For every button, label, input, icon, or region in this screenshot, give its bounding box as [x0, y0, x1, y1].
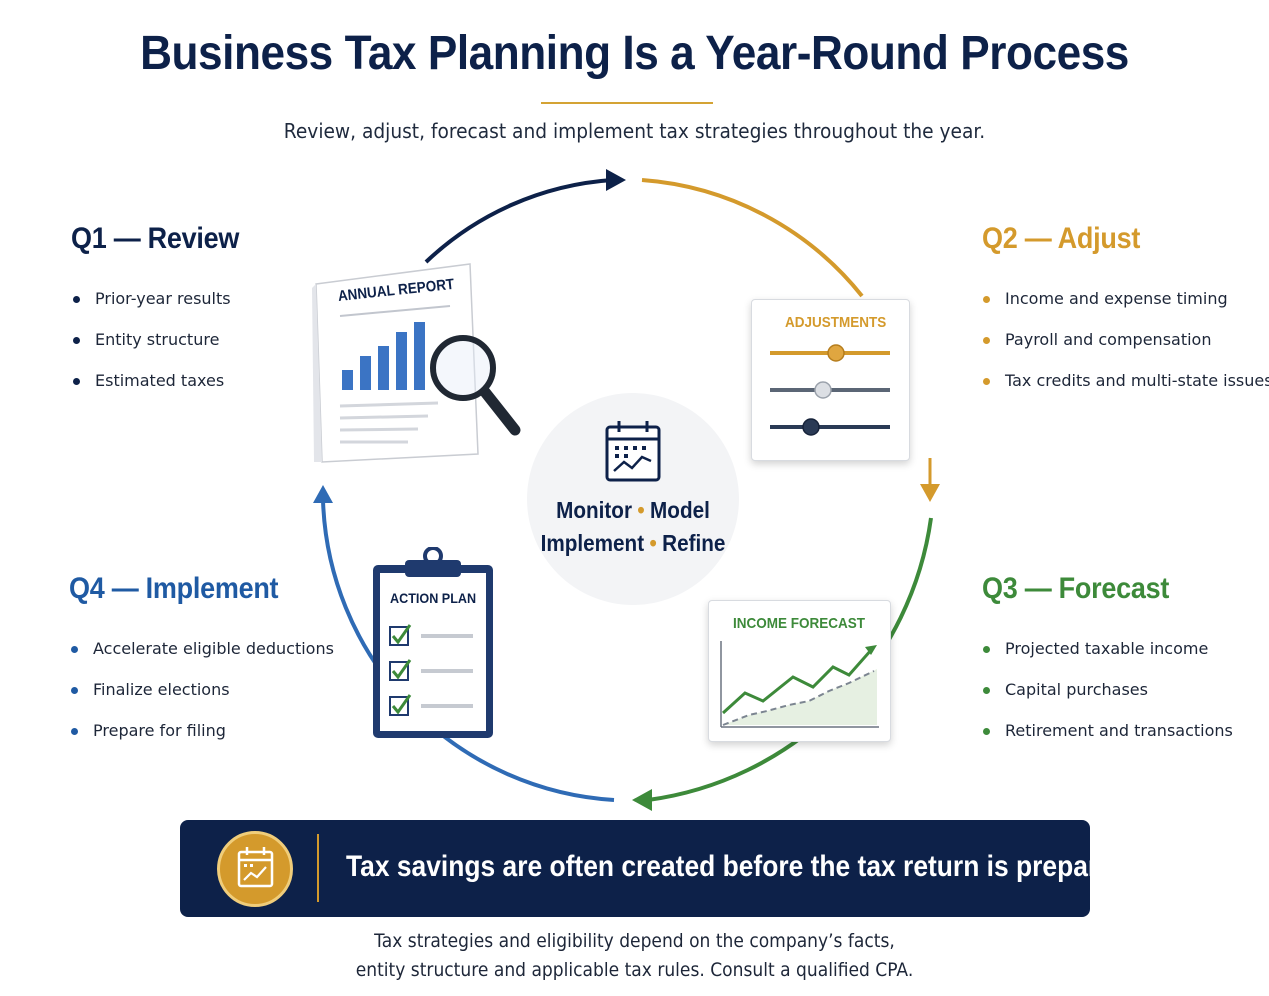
- center-line-1: Monitor•Model: [538, 497, 729, 524]
- list-item: Prior-year results: [73, 287, 231, 328]
- bullet-dot: [983, 378, 990, 385]
- income-forecast-label: INCOME FORECAST: [733, 615, 866, 632]
- adjustments-label: ADJUSTMENTS: [785, 314, 887, 331]
- center-separator-dot: •: [649, 530, 657, 556]
- q1-heading: Q1 — Review: [71, 222, 240, 255]
- banner-message: Tax savings are often created before the…: [346, 850, 1137, 883]
- title-underline: [541, 102, 713, 104]
- center-separator-dot: •: [637, 497, 645, 523]
- list-item-text: Payroll and compensation: [1005, 330, 1212, 349]
- list-item: Income and expense timing: [983, 287, 1269, 328]
- report-bar: [360, 356, 371, 390]
- q3-heading: Q3 — Forecast: [982, 572, 1170, 605]
- banner-divider: [317, 834, 319, 902]
- arc-q2-to-q3: [641, 178, 864, 298]
- clipboard-icon: [373, 546, 493, 738]
- list-item-text: Accelerate eligible deductions: [93, 639, 334, 658]
- list-item-text: Tax credits and multi-state issues: [1005, 371, 1269, 390]
- arrow-q1-to-q2: [606, 169, 626, 191]
- list-item-text: Retirement and transactions: [1005, 721, 1233, 740]
- slider-knob: [814, 381, 832, 399]
- list-item: Estimated taxes: [73, 369, 231, 410]
- center-word-implement: Implement: [540, 530, 645, 556]
- list-item: Accelerate eligible deductions: [71, 637, 334, 678]
- center-word-monitor: Monitor: [556, 497, 633, 523]
- list-item-text: Income and expense timing: [1005, 289, 1228, 308]
- list-item: Finalize elections: [71, 678, 334, 719]
- disclaimer-line-2: entity structure and applicable tax rule…: [355, 959, 914, 981]
- list-item: Capital purchases: [983, 678, 1233, 719]
- calendar-chart-icon: [237, 847, 274, 888]
- bullet-dot: [983, 337, 990, 344]
- list-item: Tax credits and multi-state issues: [983, 369, 1269, 410]
- key-message-banner: Tax savings are often created before the…: [180, 820, 1136, 917]
- sliders-icon: [770, 344, 890, 436]
- action-plan-label: ACTION PLAN: [390, 590, 477, 606]
- report-bar: [342, 370, 353, 390]
- list-item-text: Capital purchases: [1005, 680, 1148, 699]
- center-word-refine: Refine: [662, 530, 726, 556]
- q4-list: Accelerate eligible deductions Finalize …: [71, 637, 334, 760]
- center-line-2: Implement•Refine: [538, 530, 729, 557]
- magnifier-handle: [479, 386, 521, 436]
- list-item-text: Prepare for filing: [93, 721, 226, 740]
- banner-badge: [217, 831, 293, 907]
- bullet-dot: [71, 646, 78, 653]
- magnifier-lens: [430, 335, 496, 401]
- income-forecast-card: INCOME FORECAST: [708, 600, 891, 742]
- calendar-chart-icon: [605, 421, 661, 482]
- disclaimer-line-1: Tax strategies and eligibility depend on…: [374, 930, 895, 952]
- bullet-dot: [71, 728, 78, 735]
- arrow-q3-to-q4: [632, 789, 652, 811]
- bullet-dot: [71, 687, 78, 694]
- center-circle: Monitor•Model Implement•Refine: [527, 393, 739, 605]
- list-item-text: Entity structure: [95, 330, 220, 349]
- bullet-dot: [73, 296, 80, 303]
- adjustments-card: ADJUSTMENTS: [751, 299, 910, 461]
- arrow-q2-to-q3: [920, 484, 940, 502]
- action-plan-card: ACTION PLAN: [371, 546, 495, 741]
- q1-list: Prior-year results Entity structure Esti…: [73, 287, 231, 410]
- bullet-dot: [73, 337, 80, 344]
- q2-list: Income and expense timing Payroll and co…: [983, 287, 1269, 410]
- list-item-text: Prior-year results: [95, 289, 231, 308]
- bullet-dot: [983, 646, 990, 653]
- list-item: Projected taxable income: [983, 637, 1233, 678]
- report-bar: [414, 322, 425, 390]
- arrow-q4-to-q1: [313, 485, 333, 503]
- list-item-text: Finalize elections: [93, 680, 230, 699]
- bullet-dot: [73, 378, 80, 385]
- list-item: Payroll and compensation: [983, 328, 1269, 369]
- annual-report-card: ANNUAL REPORT: [308, 258, 528, 468]
- list-item-text: Projected taxable income: [1005, 639, 1209, 658]
- list-item: Entity structure: [73, 328, 231, 369]
- report-bar: [396, 332, 407, 390]
- bullet-dot: [983, 296, 990, 303]
- center-word-model: Model: [650, 497, 710, 523]
- slider-knob: [802, 418, 820, 436]
- q3-list: Projected taxable income Capital purchas…: [983, 637, 1233, 760]
- bullet-dot: [983, 687, 990, 694]
- report-bar: [378, 346, 389, 390]
- page-title: Business Tax Planning Is a Year-Round Pr…: [140, 27, 1129, 80]
- line-chart-icon: [720, 641, 879, 728]
- q2-heading: Q2 — Adjust: [982, 222, 1141, 255]
- page-subtitle: Review, adjust, forecast and implement t…: [283, 119, 986, 143]
- annual-report-icon: [312, 263, 521, 463]
- list-item: Prepare for filing: [71, 719, 334, 760]
- slider-knob: [827, 344, 845, 362]
- bullet-dot: [983, 728, 990, 735]
- list-item: Retirement and transactions: [983, 719, 1233, 760]
- q4-heading: Q4 — Implement: [69, 572, 279, 605]
- list-item-text: Estimated taxes: [95, 371, 225, 390]
- arc-q1-to-q2: [424, 178, 613, 264]
